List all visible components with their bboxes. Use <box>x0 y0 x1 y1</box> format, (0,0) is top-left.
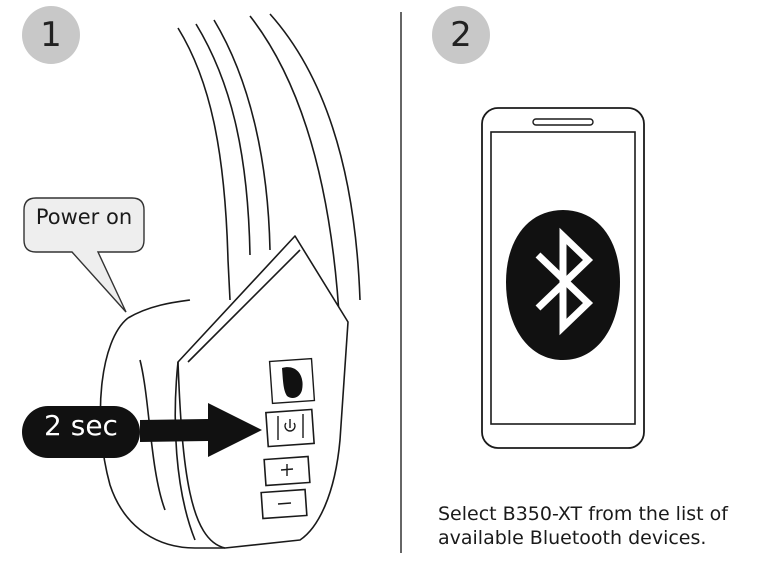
power-icon <box>284 419 296 432</box>
power-on-callout <box>23 197 145 313</box>
parrot-logo <box>268 357 316 405</box>
hold-duration-label: 2 sec <box>44 409 118 442</box>
headset-illustration <box>99 13 361 549</box>
press-arrow <box>140 403 262 457</box>
phone-speaker <box>532 118 594 126</box>
press-duration-indicator <box>22 403 262 458</box>
step-2-badge: 2 <box>432 6 490 64</box>
volume-down-button[interactable] <box>260 488 308 520</box>
power-on-label: Power on <box>35 205 133 229</box>
step-1-badge: 1 <box>22 6 80 64</box>
step-2-caption: Select B350-XT from the list of availabl… <box>438 502 758 550</box>
minus-icon <box>277 502 292 505</box>
power-button[interactable] <box>265 408 315 448</box>
caption-line-2: available Bluetooth devices. <box>438 527 707 549</box>
plus-icon <box>280 464 294 476</box>
caption-line-1: Select B350-XT from the list of <box>438 503 728 525</box>
volume-up-button[interactable] <box>263 455 311 487</box>
bluetooth-icon <box>506 210 620 360</box>
